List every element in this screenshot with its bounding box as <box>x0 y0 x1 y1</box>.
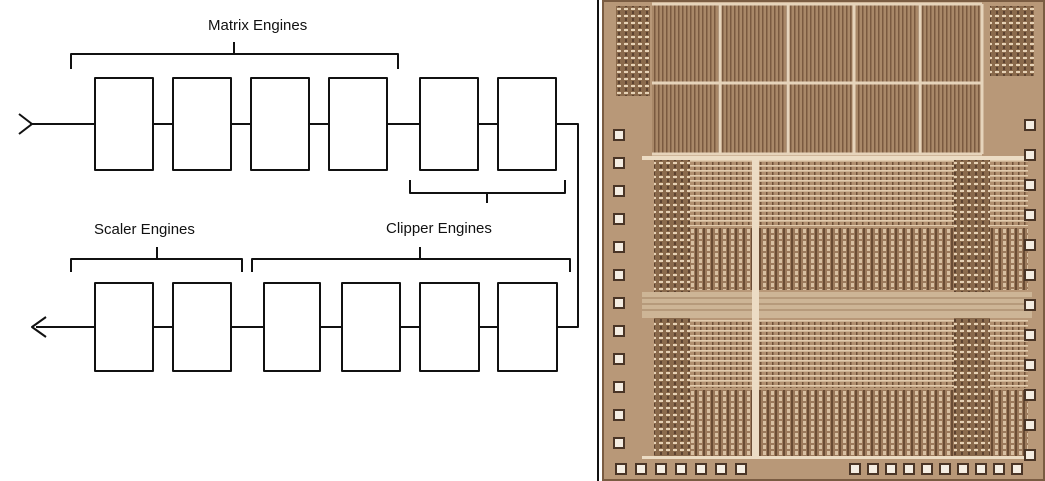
die-outline <box>602 0 1045 481</box>
clipper-engine-block <box>341 282 401 372</box>
chip-die-photo <box>602 0 1045 481</box>
die-bottom-bus <box>642 456 1032 459</box>
scaler-engines-bracket <box>70 247 243 272</box>
geometry-engine-pipeline-diagram: Matrix Engines Scaler Engines Clipper En… <box>18 17 579 372</box>
clipper-pair-bracket <box>409 180 566 203</box>
matrix-engines-label: Matrix Engines <box>208 17 307 34</box>
matrix-engine-block <box>328 77 388 171</box>
die-bond-pads <box>613 119 1036 475</box>
clipper-engines-bracket <box>251 247 571 272</box>
clipper-engine-block <box>419 77 479 171</box>
clipper-engines-label: Clipper Engines <box>386 220 492 237</box>
die-top-bus <box>642 156 1032 160</box>
die-corner-logic <box>616 6 650 96</box>
clipper-engine-block <box>497 282 558 372</box>
matrix-engines-bracket <box>70 42 399 69</box>
die-corner-logic <box>990 6 1034 76</box>
scaler-engine-block <box>94 282 154 372</box>
die-horizontal-bus <box>642 292 1032 318</box>
die-upper-array <box>652 4 982 154</box>
matrix-engine-block <box>250 77 310 171</box>
die-vertical-spine <box>752 156 759 458</box>
clipper-engine-block <box>419 282 480 372</box>
scaler-engine-block <box>172 282 232 372</box>
clipper-engine-block <box>263 282 321 372</box>
matrix-engine-block <box>172 77 232 171</box>
clipper-engine-block <box>497 77 557 171</box>
panel-divider <box>597 0 599 481</box>
matrix-engine-block <box>94 77 154 171</box>
return-loop-wire <box>556 123 579 328</box>
scaler-engines-label: Scaler Engines <box>94 221 195 238</box>
die-upper-array-dividers <box>652 2 984 156</box>
output-arrow-icon <box>31 316 47 338</box>
